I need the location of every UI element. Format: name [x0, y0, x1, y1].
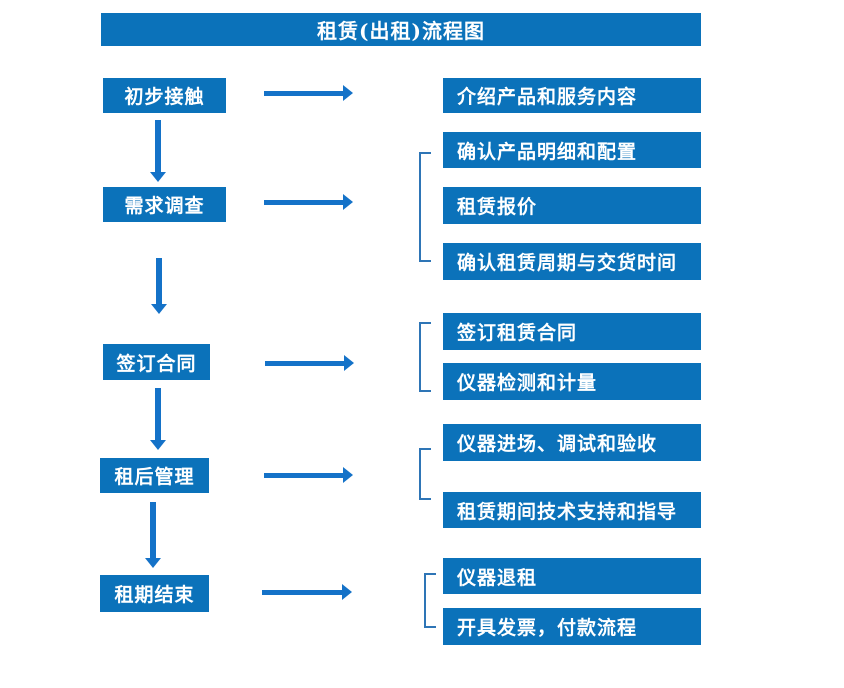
output-box-instrument-testing-measurement: 仪器检测和计量: [443, 363, 701, 400]
arrow-shaft: [156, 258, 162, 304]
down-arrow-icon: [149, 388, 167, 450]
arrow-shaft: [262, 589, 342, 595]
output-box-instrument-return: 仪器退租: [443, 558, 701, 594]
arrow-head: [342, 584, 352, 600]
arrow-head: [343, 85, 353, 101]
down-arrow-icon: [150, 258, 168, 314]
output-box-technical-support-guidance: 租赁期间技术支持和指导: [443, 492, 701, 528]
stage-box-lease-end: 租期结束: [100, 575, 209, 612]
arrow-head: [343, 467, 353, 483]
right-arrow-icon: [262, 584, 352, 600]
arrow-shaft: [264, 472, 343, 478]
arrow-shaft: [150, 502, 156, 558]
arrow-head: [151, 304, 167, 314]
diagram-title: 租赁(出租)流程图: [101, 13, 701, 46]
right-arrow-icon: [264, 467, 353, 483]
right-arrow-icon: [265, 355, 354, 371]
down-arrow-icon: [149, 120, 167, 182]
stage-box-sign-contract: 签订合同: [103, 344, 210, 380]
arrow-shaft: [155, 120, 161, 172]
output-box-confirm-product-details: 确认产品明细和配置: [443, 132, 701, 168]
output-box-introduce-products-services: 介绍产品和服务内容: [443, 78, 701, 113]
group-bracket: [419, 322, 431, 392]
group-bracket: [419, 448, 431, 500]
stage-box-initial-contact: 初步接触: [103, 78, 226, 113]
arrow-head: [343, 194, 353, 210]
arrow-shaft: [264, 90, 343, 96]
output-box-invoice-payment-process: 开具发票，付款流程: [443, 608, 701, 645]
arrow-shaft: [264, 199, 343, 205]
output-box-confirm-rental-period-delivery: 确认租赁周期与交货时间: [443, 243, 701, 280]
arrow-head: [150, 172, 166, 182]
group-bracket: [419, 152, 431, 262]
arrow-head: [150, 440, 166, 450]
right-arrow-icon: [264, 194, 353, 210]
down-arrow-icon: [144, 502, 162, 568]
arrow-head: [145, 558, 161, 568]
output-box-sign-rental-contract: 签订租赁合同: [443, 313, 701, 350]
stage-box-demand-survey: 需求调查: [103, 187, 226, 222]
group-bracket: [424, 573, 436, 628]
output-box-rental-quotation: 租赁报价: [443, 187, 701, 224]
arrow-shaft: [155, 388, 161, 440]
arrow-shaft: [265, 360, 344, 366]
stage-box-post-rental-management: 租后管理: [100, 458, 209, 493]
output-box-instrument-setup-acceptance: 仪器进场、调试和验收: [443, 424, 701, 461]
right-arrow-icon: [264, 85, 353, 101]
arrow-head: [344, 355, 354, 371]
